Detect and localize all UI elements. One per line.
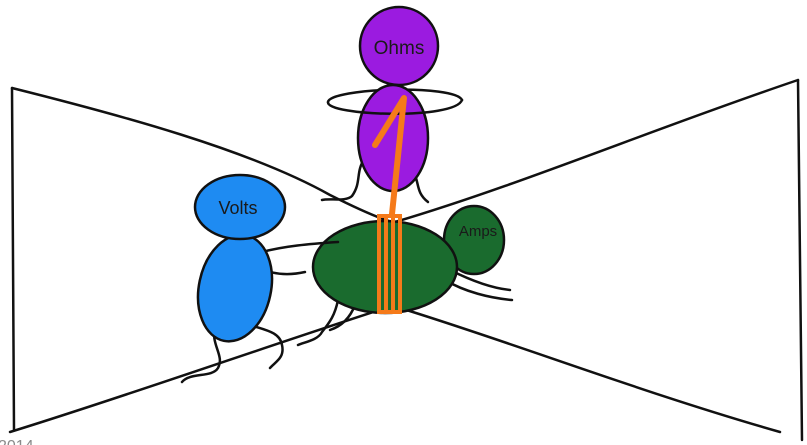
amps-label: Amps: [459, 223, 497, 240]
ohms-body: [358, 85, 428, 191]
pipe-left-end: [12, 88, 14, 430]
ohms-character: Ohms: [322, 7, 462, 202]
ohms-label: Ohms: [374, 38, 425, 59]
amps-character: Amps: [298, 206, 512, 345]
pipe-left-bottom-edge: [10, 305, 395, 432]
pipe-right-top-edge: [395, 80, 798, 222]
watermark-year: 2014: [0, 438, 34, 445]
volts-label: Volts: [218, 198, 257, 218]
pipe-right-bottom-edge: [400, 308, 780, 432]
amps-leg-left: [298, 300, 338, 345]
pipe-right-end: [798, 80, 802, 440]
